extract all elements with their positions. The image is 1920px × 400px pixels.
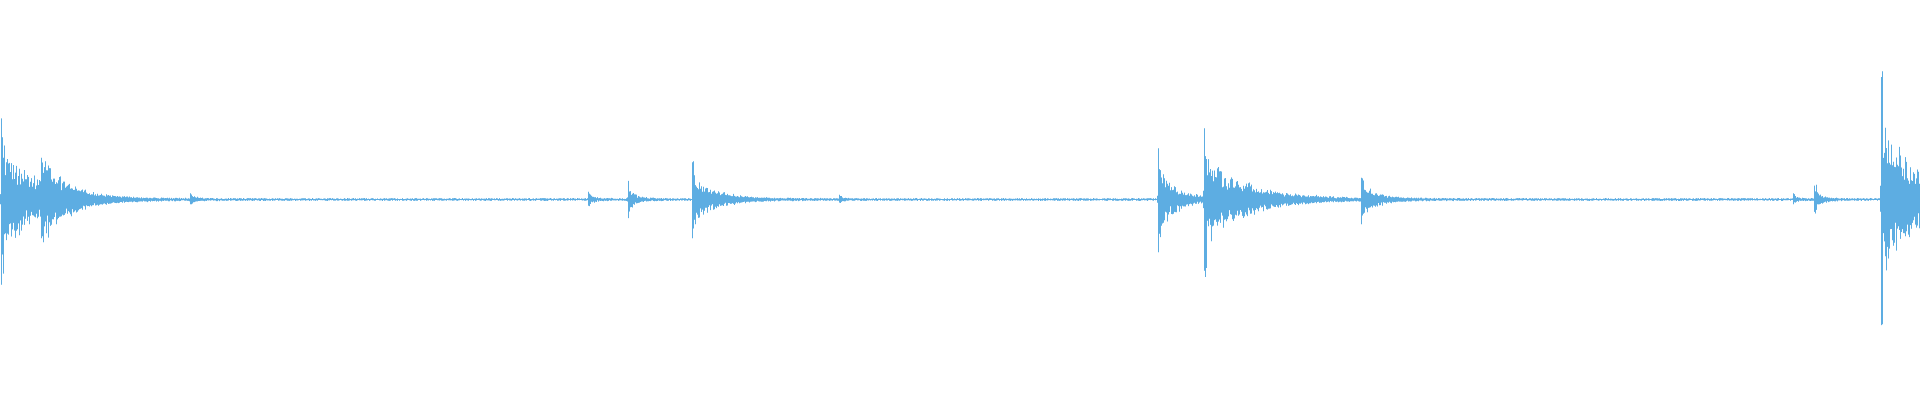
- waveform-envelope: [0, 71, 1920, 325]
- waveform-samples: [0, 71, 1920, 326]
